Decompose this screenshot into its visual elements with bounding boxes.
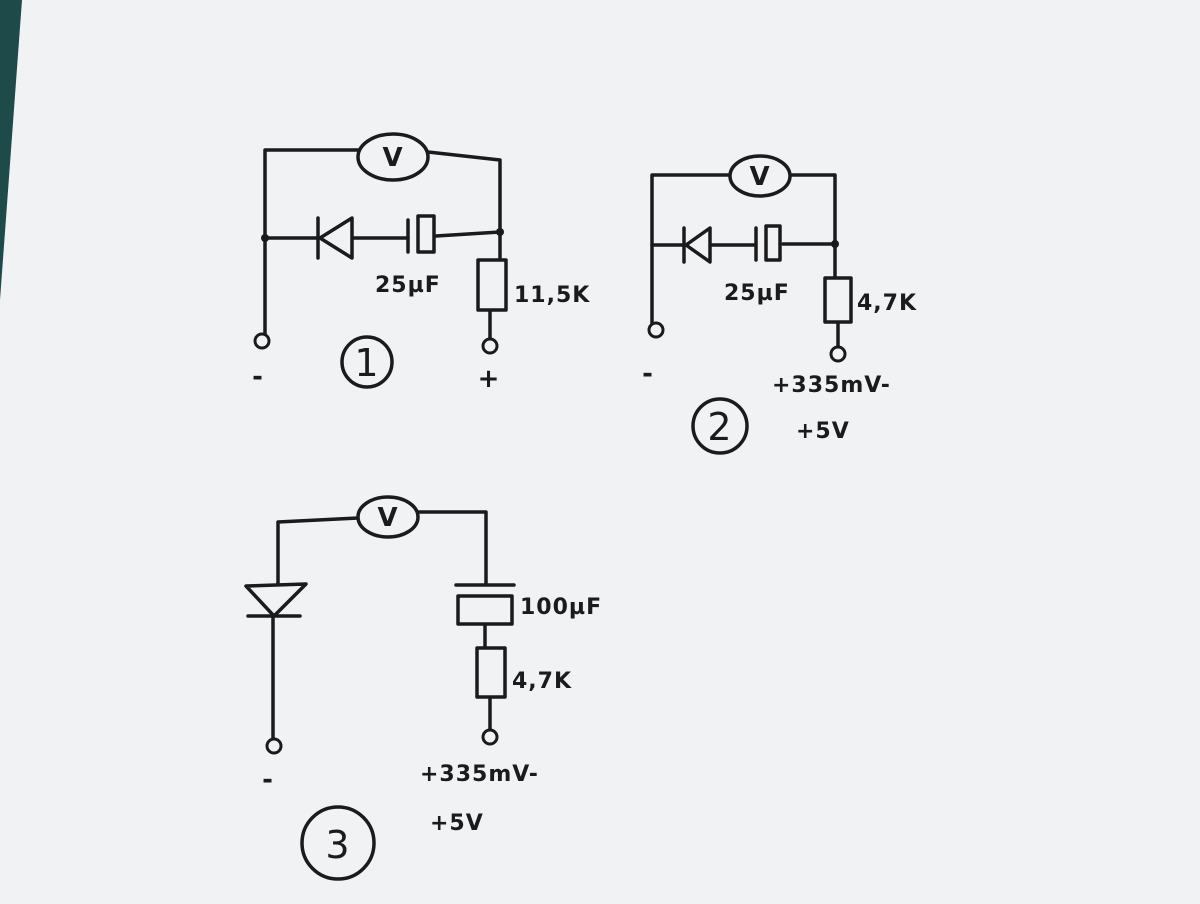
circuit-2-resistor: [823, 276, 853, 324]
circuit-1-terminal-left-label: -: [252, 362, 264, 392]
circuit-2-supply-line2: +5V: [796, 419, 850, 444]
circuit-2-terminal-supply: [829, 345, 847, 363]
circuit-1-junction-right: [496, 228, 504, 236]
circuit-1-resistor-label: 11,5K: [514, 283, 590, 308]
circuit-3-terminal-supply: [481, 728, 499, 746]
circuit-3-voltmeter: [356, 495, 420, 539]
circuit-2-capacitor-label: 25µF: [724, 281, 790, 306]
circuit-1-resistor: [476, 258, 508, 312]
circuit-2-supply-line1: +335mV-: [772, 373, 891, 398]
circuit-2: V 25µF 4,7K - +335mV- +5V 2: [642, 154, 917, 455]
circuit-1: V 25µF 11,5K - + 1: [252, 132, 590, 394]
circuit-2-number-circle: [691, 397, 749, 455]
circuit-3-resistor-label: 4,7K: [512, 669, 572, 694]
circuit-2-terminal-left: [647, 321, 665, 339]
circuit-2-number: 2: [707, 405, 732, 449]
circuit-3-capacitor: [454, 583, 516, 626]
circuit-1-number: 1: [354, 341, 379, 385]
circuit-3-terminal-left: [265, 737, 283, 755]
circuit-3-number: 3: [325, 823, 350, 867]
circuit-3-terminal-left-label: -: [262, 765, 274, 795]
circuit-1-junction-left: [261, 234, 269, 242]
circuit-3-wires-bottom: [271, 615, 492, 742]
circuit-2-voltmeter-label: V: [749, 162, 770, 192]
circuit-3-voltmeter-label: V: [377, 503, 398, 533]
circuit-1-voltmeter: [356, 132, 430, 182]
circuit-1-terminal-right-label: +: [478, 364, 501, 394]
circuit-1-voltmeter-label: V: [382, 143, 403, 173]
circuit-3-diode: [244, 582, 308, 618]
circuit-2-capacitor: [754, 224, 782, 262]
circuit-2-resistor-label: 4,7K: [857, 291, 917, 316]
circuit-2-wires-outer: [650, 173, 837, 327]
circuit-1-terminal-right: [481, 337, 499, 355]
circuit-2-diode: [682, 226, 712, 264]
circuit-2-terminal-left-label: -: [642, 359, 654, 389]
circuit-2-voltmeter: [728, 154, 792, 198]
circuit-3-supply-line1: +335mV-: [420, 762, 539, 787]
circuit-1-wires-outer: [263, 148, 502, 337]
circuit-3-supply-line2: +5V: [430, 811, 484, 836]
circuit-3-capacitor-label: 100µF: [520, 595, 602, 620]
circuit-3-number-circle: [300, 805, 376, 881]
circuit-2-junction-right: [831, 240, 839, 248]
circuit-3: V 100µF 4,7K - +335mV- +5V 3: [244, 495, 602, 881]
circuit-3-wires-top: [276, 510, 488, 590]
circuit-1-wires-branch: [263, 230, 502, 240]
circuit-1-capacitor: [406, 214, 436, 254]
circuit-1-capacitor-label: 25µF: [375, 273, 441, 298]
circuit-1-number-circle: [340, 335, 394, 389]
circuit-1-diode: [316, 216, 354, 260]
circuit-1-terminal-left: [253, 332, 271, 350]
circuit-3-resistor: [475, 646, 507, 699]
